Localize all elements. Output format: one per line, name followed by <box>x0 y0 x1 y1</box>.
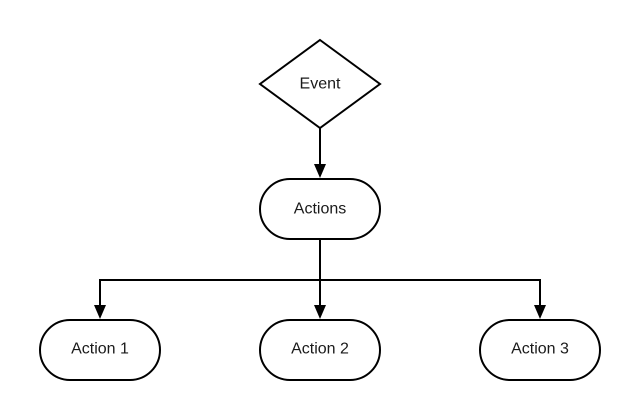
action-1-node-shape <box>39 319 161 381</box>
action-1-label: Action 1 <box>71 341 129 358</box>
action-3-label: Action 3 <box>511 341 569 358</box>
arrowhead-down-icon <box>94 305 106 319</box>
action-2-node-shape <box>259 319 381 381</box>
actions-label: Actions <box>294 201 346 218</box>
arrowhead-down-icon <box>314 164 326 178</box>
action-2-label: Action 2 <box>291 341 349 358</box>
connector-event-to-actions <box>314 128 326 178</box>
event-node: Event <box>258 38 382 130</box>
event-label: Event <box>300 76 341 93</box>
action-3-node: Action 3 <box>479 319 601 381</box>
action-1-node: Action 1 <box>39 319 161 381</box>
arrowhead-down-icon <box>534 305 546 319</box>
branch-connectors <box>94 239 546 319</box>
arrowhead-down-icon <box>314 305 326 319</box>
action-3-node-shape <box>479 319 601 381</box>
actions-node: Actions <box>259 178 381 240</box>
action-2-node: Action 2 <box>259 319 381 381</box>
